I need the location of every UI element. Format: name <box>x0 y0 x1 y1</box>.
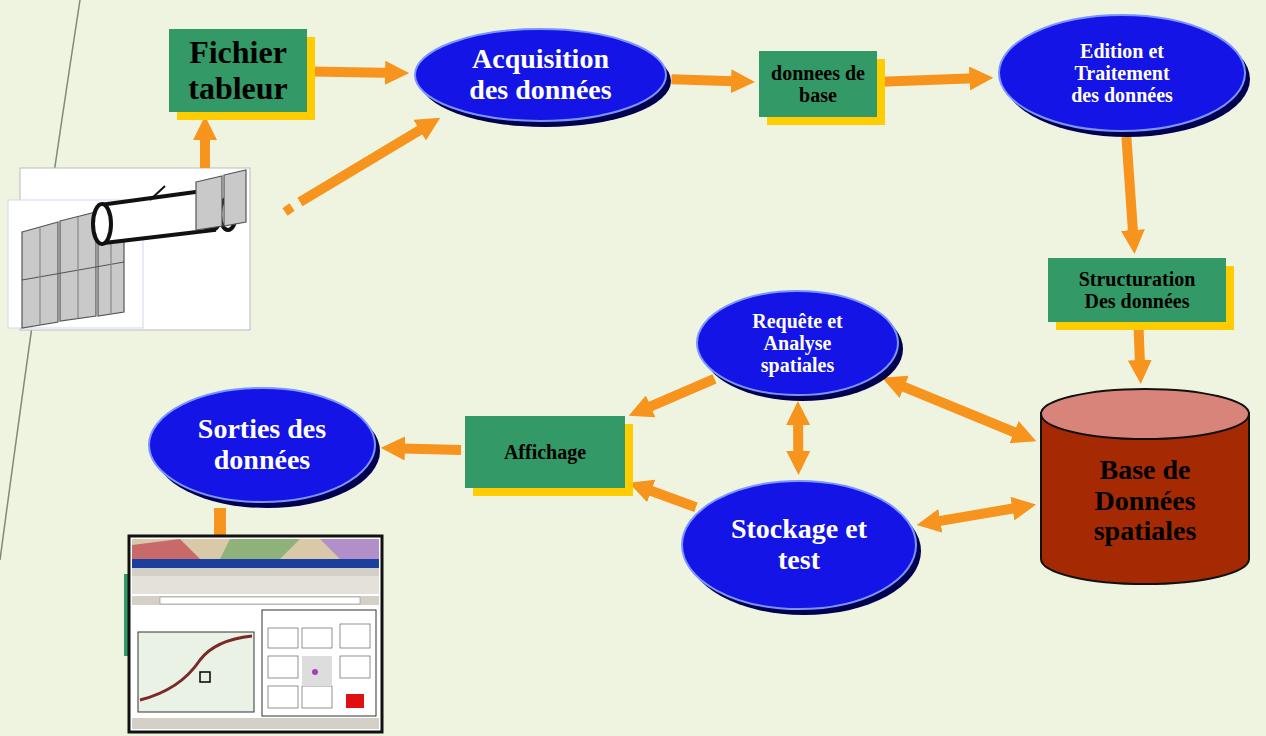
process-ellipse: Edition et Traitement des données <box>997 13 1247 133</box>
flow-arrow <box>881 78 981 82</box>
text-holder: Fichier tableur <box>169 29 307 112</box>
database-cylinder: Base de Données spatiales <box>1040 388 1250 584</box>
flow-arrow <box>640 379 715 411</box>
flow-arrow <box>793 413 803 463</box>
image-arrow <box>300 124 430 202</box>
node-label: donnees de base <box>771 62 866 106</box>
text-holder: Structuration Des données <box>1048 258 1226 322</box>
text-holder: donnees de base <box>759 51 877 117</box>
text-holder: Edition et Traitement des données <box>997 13 1247 133</box>
ellipse-body <box>149 388 375 502</box>
image-arrow <box>200 128 210 168</box>
cylinder-top <box>1041 389 1249 439</box>
process-ellipse: Requête et Analyse spatiales <box>695 289 900 397</box>
satellite-image <box>8 168 250 330</box>
node-label: Fichier tableur <box>177 35 299 105</box>
text-holder: Requête et Analyse spatiales <box>695 289 900 397</box>
node-label: Sorties des données <box>180 414 345 476</box>
ellipse-body <box>415 29 666 121</box>
ellipse-body <box>682 481 916 609</box>
screenshot-image <box>124 536 382 732</box>
process-ellipse: Stockage et test <box>680 479 918 611</box>
flow-arrow <box>929 507 1025 523</box>
process-ellipse: Acquisition des données <box>413 27 668 123</box>
text-holder: Sorties des données <box>147 386 377 504</box>
text-holder: Acquisition des données <box>413 27 668 123</box>
ellipse-body <box>999 15 1245 131</box>
node-label: Structuration Des données <box>1062 268 1212 312</box>
flow-arrow <box>640 487 696 508</box>
node-label: Requête et Analyse spatiales <box>743 310 853 376</box>
node-label: Acquisition des données <box>453 44 628 106</box>
node-label: Affichage <box>504 441 586 463</box>
text-holder: Stockage et test <box>680 479 918 611</box>
flow-arrow <box>1126 137 1133 242</box>
text-holder: Base de Données spatiales <box>1040 388 1250 584</box>
data-box: donnees de base <box>759 51 877 117</box>
data-box: Structuration Des données <box>1048 258 1226 322</box>
data-box: Affichage <box>465 416 625 488</box>
flow-arrow <box>1139 326 1141 372</box>
flow-arrow <box>393 448 461 450</box>
flow-arrow <box>672 79 744 81</box>
node-label: Stockage et test <box>714 514 884 576</box>
process-ellipse: Sorties des données <box>147 386 377 504</box>
flow-arrow <box>311 72 397 73</box>
flow-arrow <box>893 382 1025 436</box>
ellipse-body <box>697 291 898 395</box>
node-label: Edition et Traitement des données <box>1060 40 1185 106</box>
node-label: Base de Données spatiales <box>1078 455 1213 547</box>
output-stub <box>214 508 226 536</box>
image-arrow <box>285 207 292 212</box>
data-source-box: Fichier tableur <box>169 29 307 112</box>
text-holder: Affichage <box>465 416 625 488</box>
